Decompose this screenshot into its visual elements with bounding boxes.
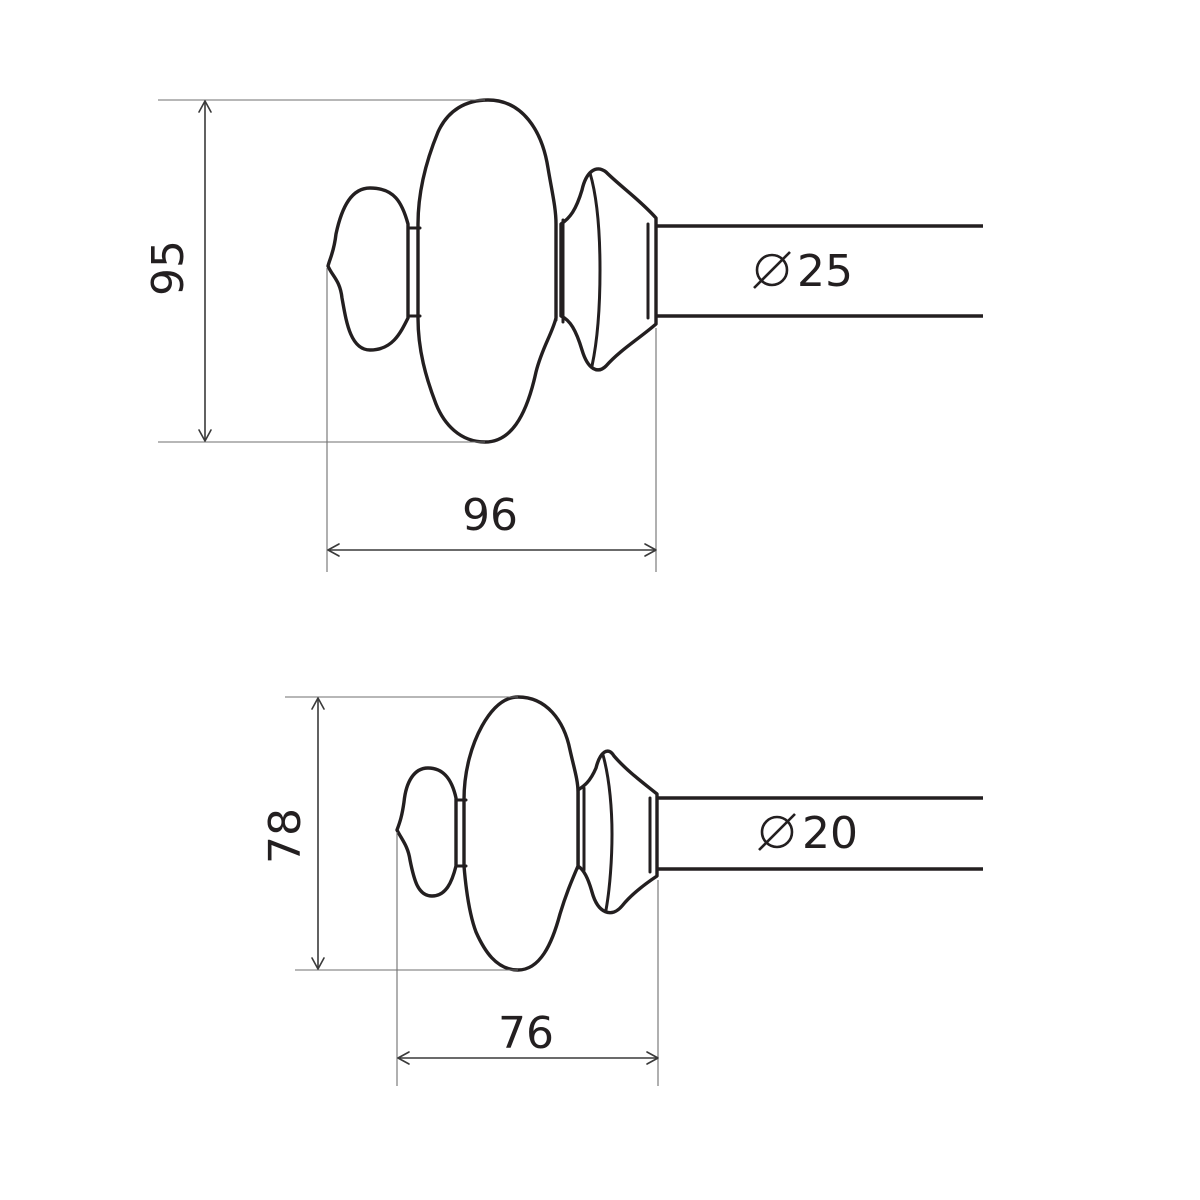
finial-small xyxy=(395,695,983,972)
diameter-icon xyxy=(758,813,796,851)
collar-small xyxy=(576,749,659,915)
height-label-small: 78 xyxy=(260,808,311,864)
rod-diameter-large: 25 xyxy=(753,246,853,297)
dimension-height-large: 95 xyxy=(143,99,485,443)
length-label-large: 96 xyxy=(462,490,518,541)
collar-large xyxy=(559,167,658,372)
dimension-length-large: 96 xyxy=(326,268,657,572)
rod-large xyxy=(656,224,983,318)
rod-small xyxy=(657,796,983,871)
neck-right-small xyxy=(576,786,586,872)
knob-body-large xyxy=(416,98,558,444)
cap-large xyxy=(326,186,410,352)
rod-diameter-small: 20 xyxy=(758,808,858,859)
rod-diameter-label-large: 25 xyxy=(797,246,853,297)
finial-large xyxy=(326,98,983,444)
knob-body-small xyxy=(462,695,580,972)
collar-ring-large xyxy=(588,171,602,368)
collar-ring-small xyxy=(601,753,614,912)
length-label-small: 76 xyxy=(498,1008,554,1059)
diameter-icon xyxy=(753,251,791,289)
dimension-height-small: 78 xyxy=(260,696,518,971)
rod-diameter-label-small: 20 xyxy=(802,808,858,859)
height-label-large: 95 xyxy=(143,240,194,296)
cap-small xyxy=(395,766,458,898)
neck-right-large xyxy=(554,218,565,324)
dimension-length-small: 76 xyxy=(396,832,659,1086)
